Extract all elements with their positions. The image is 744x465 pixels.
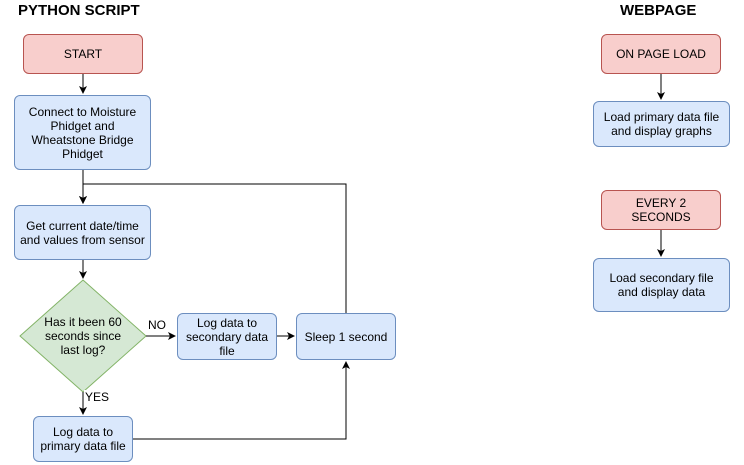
log-secondary-node[interactable]: Log data to secondary data file — [177, 313, 277, 360]
decision-label: Has it been 60 seconds since last log? — [44, 315, 122, 357]
log-primary-node[interactable]: Log data to primary data file — [33, 416, 133, 462]
load-primary-node[interactable]: Load primary data file and display graph… — [593, 101, 730, 147]
edge-sleep-loop-back — [79, 183, 347, 313]
python-script-title: PYTHON SCRIPT — [18, 2, 140, 19]
edge-label-yes: YES — [84, 390, 111, 404]
edge-label-no: NO — [147, 318, 167, 332]
start-node[interactable]: START — [23, 34, 143, 74]
load-secondary-node[interactable]: Load secondary file and display data — [593, 258, 730, 312]
connect-phidgets-node[interactable]: Connect to Moisture Phidget and Wheatsto… — [14, 95, 151, 170]
get-values-node[interactable]: Get current date/time and values from se… — [14, 205, 151, 260]
every-2-seconds-node[interactable]: EVERY 2 SECONDS — [601, 190, 721, 230]
on-page-load-node[interactable]: ON PAGE LOAD — [601, 34, 721, 74]
edge-log-primary-to-sleep — [133, 361, 350, 440]
webpage-title: WEBPAGE — [620, 2, 697, 19]
sleep-node[interactable]: Sleep 1 second — [296, 313, 396, 360]
